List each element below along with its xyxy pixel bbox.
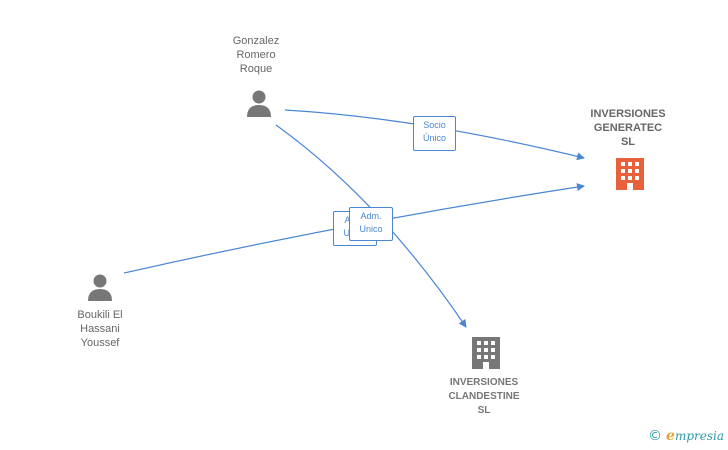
person-icon[interactable] xyxy=(88,274,112,302)
node-label-line: Romero xyxy=(236,49,276,61)
building-icon[interactable] xyxy=(472,337,500,369)
empresia-logo[interactable]: © empresia xyxy=(648,427,724,445)
brand-initial: e xyxy=(666,428,675,444)
node-label-line: Roque xyxy=(239,63,273,75)
node-label-line: SL xyxy=(620,136,636,148)
node-label-line: Hassani xyxy=(80,323,120,335)
edge-label-line: Socio xyxy=(423,120,446,130)
edge-label-line: Único xyxy=(422,133,446,143)
building-icon[interactable] xyxy=(616,158,644,190)
node-label-line: GENERATEC xyxy=(593,122,663,134)
node-label-line: Gonzalez xyxy=(232,35,280,47)
node-label-boukili[interactable]: Boukili El Hassani Youssef xyxy=(57,308,143,350)
node-label-line: INVERSIONES xyxy=(590,108,666,120)
edge-label-line: Unico xyxy=(359,224,383,234)
node-label-line: SL xyxy=(477,405,491,416)
edge-label-socio-unico[interactable]: Socio Único xyxy=(413,116,456,151)
node-label-line: INVERSIONES xyxy=(449,377,519,388)
edge-label-adm-unico-gonzalez[interactable]: Adm. Unico xyxy=(349,207,393,241)
brand-wordmark: empresia xyxy=(666,428,724,444)
brand-rest: mpresia xyxy=(674,429,724,443)
node-label-clandestine[interactable]: INVERSIONES CLANDESTINE SL xyxy=(429,376,539,418)
node-label-line: Youssef xyxy=(80,337,120,349)
person-icon[interactable] xyxy=(247,90,271,118)
copyright-icon: © xyxy=(648,428,663,444)
node-label-generatec[interactable]: INVERSIONES GENERATEC SL xyxy=(572,107,684,149)
node-label-line: CLANDESTINE xyxy=(448,391,520,402)
node-label-line: Boukili El xyxy=(77,309,123,321)
node-label-gonzalez[interactable]: Gonzalez Romero Roque xyxy=(216,34,296,76)
edge-label-line: Adm. xyxy=(360,211,382,221)
